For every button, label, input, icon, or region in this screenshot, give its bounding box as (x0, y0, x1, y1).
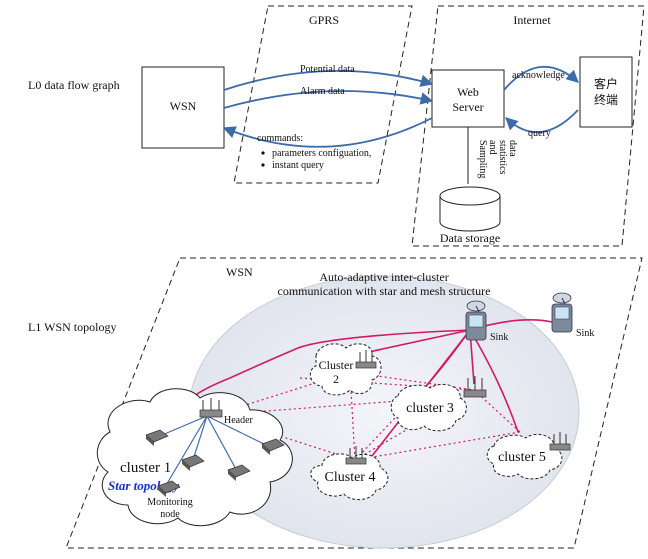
web-server-box (431, 69, 505, 128)
web-server-label-2: Server (452, 100, 483, 114)
monitoring-node-label-1: Monitoring (147, 497, 193, 508)
svg-text:Sampling: Sampling (477, 140, 488, 178)
command-item-1: parameters configuation, (272, 148, 371, 159)
sensor-node-icon (181, 454, 205, 471)
data-storage-icon (439, 186, 501, 232)
cluster-1-label: cluster 1 (120, 460, 171, 476)
sink-pda-icon (465, 300, 487, 341)
ellipse-title-1: Auto-adaptive inter-cluster (319, 270, 448, 284)
acknowledge-arrow (503, 66, 579, 91)
bullet-1 (261, 151, 265, 155)
web-server-label-1: Web (457, 85, 479, 99)
command-item-2: instant query (272, 160, 324, 171)
query-arrow (505, 109, 579, 133)
router-icon (463, 376, 487, 398)
svg-text:and: and (487, 140, 498, 154)
sensor-node-icon (145, 429, 169, 446)
potential-data-arrow (223, 69, 434, 91)
sensor-node-icon (227, 464, 251, 481)
data-storage-label: Data storage (440, 231, 500, 245)
sensor-node-icon (157, 480, 181, 497)
alarm-data-label: Alarm data (300, 86, 345, 97)
internet-title: Internet (513, 13, 551, 27)
svg-text:data: data (507, 140, 518, 157)
level-label-l1: L1 WSN topology (28, 320, 116, 334)
cluster-2-label-2: 2 (333, 372, 339, 386)
router-icon (199, 398, 223, 418)
sensor-node-icon (261, 438, 285, 455)
monitoring-node-label-2: node (160, 509, 180, 520)
sink-label-1: Sink (490, 332, 508, 343)
cluster-3-label: cluster 3 (406, 401, 454, 416)
ellipse-title-2: communication with star and mesh structu… (278, 284, 491, 298)
alarm-data-arrow (223, 90, 434, 109)
router-icon (549, 432, 571, 451)
cluster-5-label: cluster 5 (498, 450, 546, 465)
acknowledge-label: acknowledge (512, 70, 565, 81)
cluster-2-label-1: Cluster (319, 358, 354, 372)
router-icon (355, 350, 377, 369)
header-label: Header (224, 415, 254, 426)
sampling-label: Sampling and statistics data (477, 140, 518, 178)
wsn-box (141, 66, 225, 149)
sink-pda-icon (551, 292, 573, 333)
bullet-2 (261, 163, 265, 167)
gprs-region (233, 5, 413, 184)
wsn-region-title: WSN (226, 265, 253, 279)
sink-label-2: Sink (576, 328, 594, 339)
wsn-box-label: WSN (170, 99, 197, 113)
svg-text:statistics: statistics (497, 140, 508, 175)
level-label-l0: L0 data flow graph (28, 78, 120, 92)
client-box (579, 56, 633, 128)
client-label-2: 终端 (594, 92, 618, 107)
cluster-4-label: Cluster 4 (325, 470, 376, 485)
cluster-2-cloud (309, 343, 382, 396)
potential-data-label: Potential data (300, 64, 355, 75)
router-icon (345, 446, 367, 465)
query-label: query (528, 128, 551, 139)
gprs-title: GPRS (309, 13, 339, 27)
client-label-1: 客户 (594, 76, 618, 91)
cluster-3-cloud (390, 383, 467, 432)
cluster-5-cloud (486, 433, 563, 480)
commands-title: commands: (257, 133, 303, 144)
commands-arrow (222, 117, 433, 148)
